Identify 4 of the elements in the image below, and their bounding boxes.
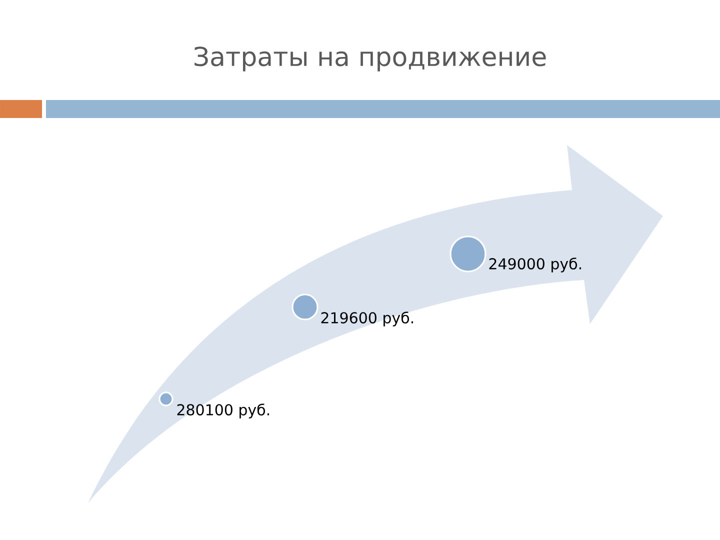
value-label: 219600 руб. — [321, 312, 413, 326]
value-label: 280100 руб. — [177, 404, 269, 418]
value-label: 249000 руб. — [489, 258, 581, 272]
title: Затраты на продвижение — [194, 46, 546, 72]
